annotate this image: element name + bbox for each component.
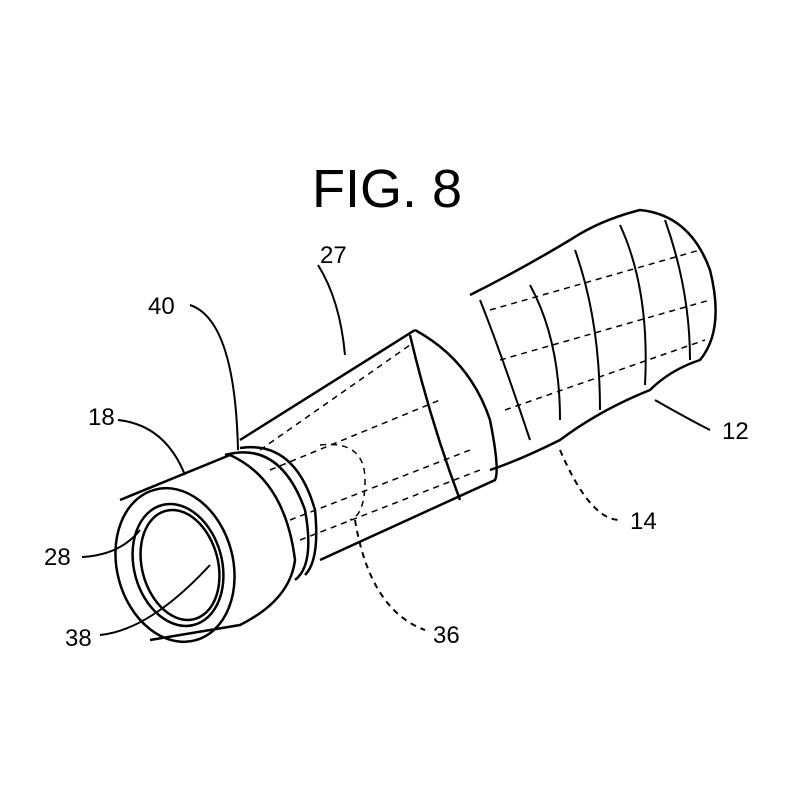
- label-40: 40: [148, 293, 175, 321]
- label-18: 18: [88, 404, 115, 432]
- label-28: 28: [44, 544, 71, 572]
- label-27: 27: [320, 242, 347, 270]
- label-14: 14: [630, 508, 657, 536]
- label-38: 38: [65, 625, 92, 653]
- label-12: 12: [722, 418, 749, 446]
- label-36: 36: [433, 622, 460, 650]
